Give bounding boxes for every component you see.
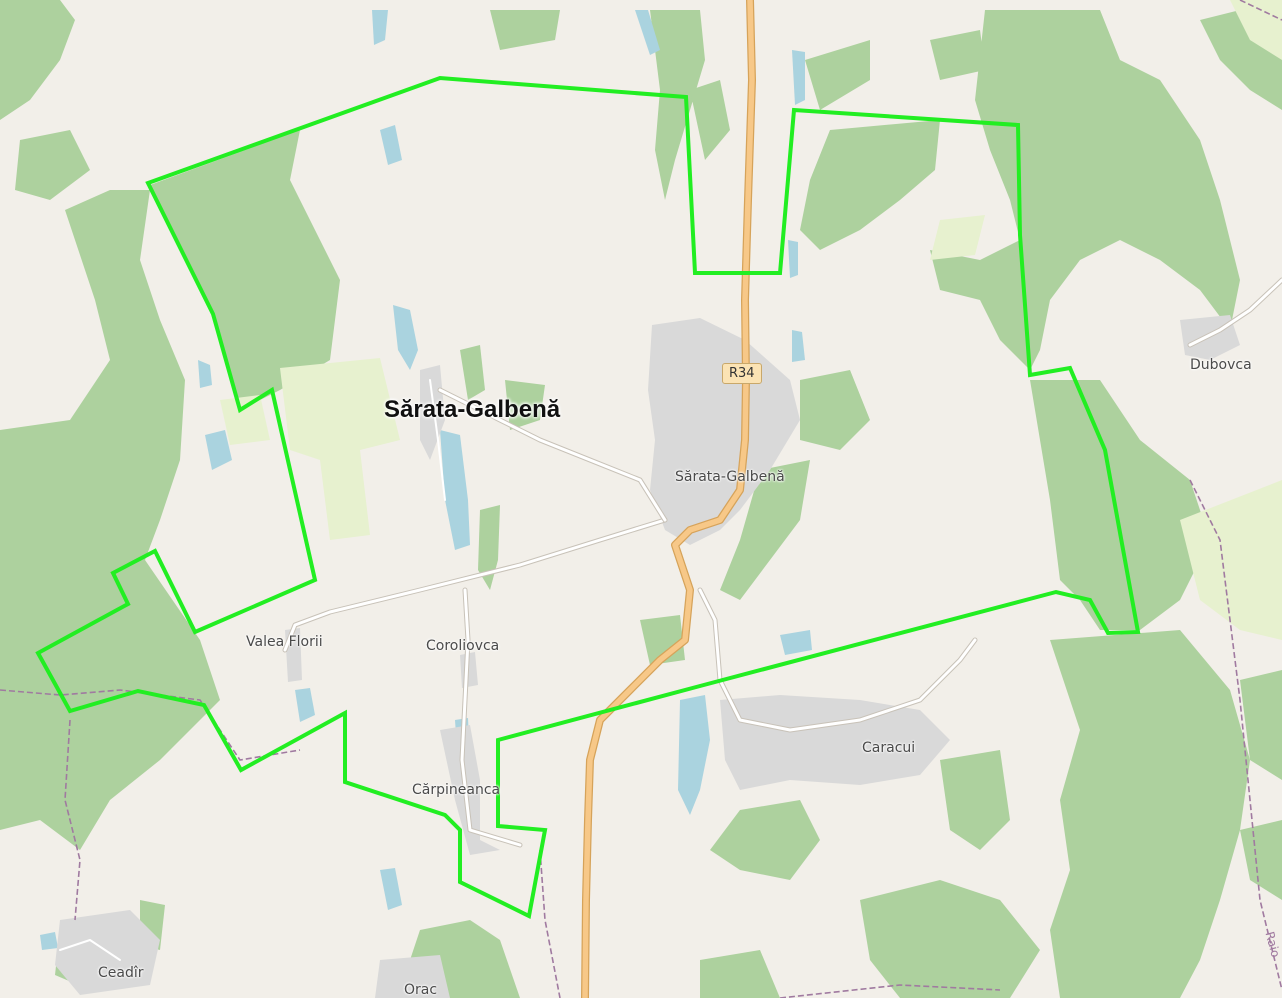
minor-road bbox=[438, 388, 667, 522]
minor-road bbox=[283, 518, 667, 652]
minor-road bbox=[698, 588, 977, 732]
forest-area bbox=[930, 10, 1240, 370]
settlement-area bbox=[648, 318, 800, 545]
meadow-field bbox=[220, 395, 270, 445]
lake bbox=[380, 868, 402, 910]
place-label-carpineanca: Cărpineanca bbox=[412, 782, 501, 798]
admin-border bbox=[779, 984, 1001, 998]
forest-area bbox=[1240, 820, 1282, 900]
forest-area bbox=[460, 345, 485, 400]
lake bbox=[205, 430, 232, 470]
forest-area bbox=[650, 10, 705, 200]
place-label-orac: Orac bbox=[404, 982, 438, 998]
meadow-field bbox=[930, 215, 985, 260]
meadow-field bbox=[1180, 480, 1282, 640]
place-label-dubovca: Dubovca bbox=[1190, 357, 1252, 373]
meadow-field bbox=[1230, 0, 1282, 60]
minor-road bbox=[460, 588, 522, 847]
road-shield-r34: R34 bbox=[722, 363, 762, 384]
admin-border bbox=[1189, 479, 1282, 991]
forest-area bbox=[940, 750, 1010, 850]
place-label-sarata-galbena: Sărata-Galbenă bbox=[675, 469, 785, 485]
meadow-areas bbox=[220, 0, 1282, 640]
forest-area bbox=[1050, 630, 1250, 998]
place-label-coroliovca: Coroliovca bbox=[426, 638, 500, 654]
place-label-caracui: Caracui bbox=[862, 740, 916, 756]
highlighted-boundary[interactable] bbox=[35, 75, 1141, 919]
minor-road bbox=[1188, 278, 1282, 347]
main-road bbox=[582, 0, 755, 998]
admin-border bbox=[1239, 0, 1282, 21]
main-road-r34 bbox=[581, 0, 756, 998]
minor-road bbox=[59, 939, 121, 961]
lake bbox=[440, 430, 470, 550]
forest-area bbox=[1030, 380, 1210, 630]
forest-area bbox=[150, 130, 340, 410]
forest-area bbox=[930, 30, 985, 80]
lake bbox=[295, 688, 315, 722]
highlight-title: Sărata-Galbenă bbox=[384, 396, 561, 423]
lake bbox=[780, 630, 812, 655]
admin-border bbox=[64, 719, 81, 921]
lake bbox=[792, 50, 805, 105]
forest-area bbox=[505, 380, 545, 430]
admin-border bbox=[539, 849, 561, 998]
place-label-ceadir: Ceadîr bbox=[98, 965, 144, 981]
forest-area bbox=[0, 0, 75, 120]
forest-area bbox=[805, 40, 870, 110]
lake bbox=[788, 240, 798, 278]
forest-area bbox=[490, 10, 560, 50]
lake bbox=[380, 125, 402, 165]
place-label-valea-florii: Valea Florii bbox=[246, 634, 323, 650]
forest-area bbox=[15, 130, 90, 200]
forest-area bbox=[700, 950, 780, 998]
settlement-area bbox=[720, 695, 950, 790]
forest-area bbox=[1240, 670, 1282, 780]
settlement-area bbox=[440, 725, 500, 855]
forest-area bbox=[800, 120, 940, 250]
meadow-field bbox=[280, 358, 400, 540]
forest-area bbox=[690, 80, 730, 160]
minor-road bbox=[429, 379, 446, 501]
lake bbox=[198, 360, 212, 388]
forest-area bbox=[720, 460, 810, 600]
forest-area bbox=[710, 800, 820, 880]
lake bbox=[393, 305, 418, 370]
lake bbox=[792, 330, 805, 362]
lake bbox=[40, 932, 58, 950]
lake bbox=[372, 10, 388, 45]
forest-area bbox=[478, 505, 500, 590]
forest-area bbox=[800, 370, 870, 450]
minor-roads bbox=[59, 277, 1282, 961]
lake bbox=[678, 695, 710, 815]
residential-areas bbox=[55, 315, 1240, 998]
forest-area bbox=[860, 880, 1040, 998]
settlement-area bbox=[375, 955, 450, 998]
admin-border bbox=[0, 689, 301, 761]
lake bbox=[635, 10, 660, 55]
